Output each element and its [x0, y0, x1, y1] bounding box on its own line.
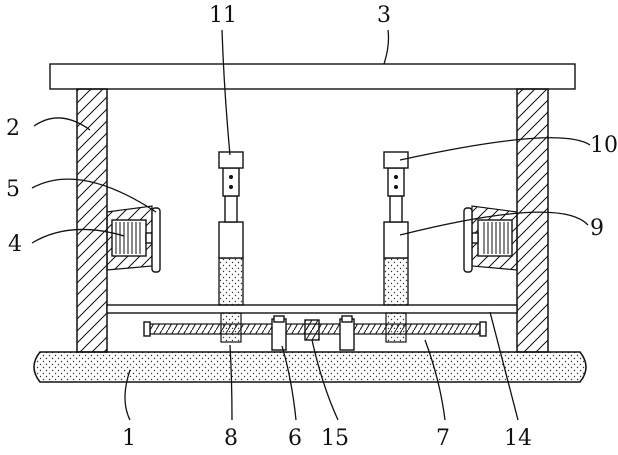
- label-5: 5: [6, 177, 20, 202]
- screw-end-left: [144, 322, 150, 336]
- left-motor-assembly: [107, 206, 160, 272]
- label-11: 11: [209, 3, 237, 28]
- label-15: 15: [321, 426, 349, 451]
- label-3: 3: [377, 3, 391, 28]
- bearing-block-right-cap: [342, 316, 352, 322]
- bearing-block-left-cap: [274, 316, 284, 322]
- left-column: [77, 89, 107, 352]
- label-8: 8: [224, 426, 238, 451]
- left-lift-assembly: [219, 152, 243, 342]
- label-10: 10: [590, 133, 618, 158]
- label-14: 14: [504, 426, 532, 451]
- drive-gear: [305, 320, 319, 340]
- top-plate: [50, 64, 575, 89]
- label-6: 6: [288, 426, 302, 451]
- right-lift-assembly: [384, 152, 408, 342]
- label-4: 4: [8, 232, 22, 257]
- cross-beam: [107, 305, 517, 313]
- bearing-block-left: [272, 319, 286, 350]
- label-9: 9: [590, 216, 604, 241]
- label-7: 7: [436, 426, 450, 451]
- label-2: 2: [6, 116, 20, 141]
- right-column: [517, 89, 548, 352]
- base-plate: [34, 352, 586, 382]
- label-1: 1: [122, 426, 136, 451]
- screw-end-right: [480, 322, 486, 336]
- bearing-block-right: [340, 319, 354, 350]
